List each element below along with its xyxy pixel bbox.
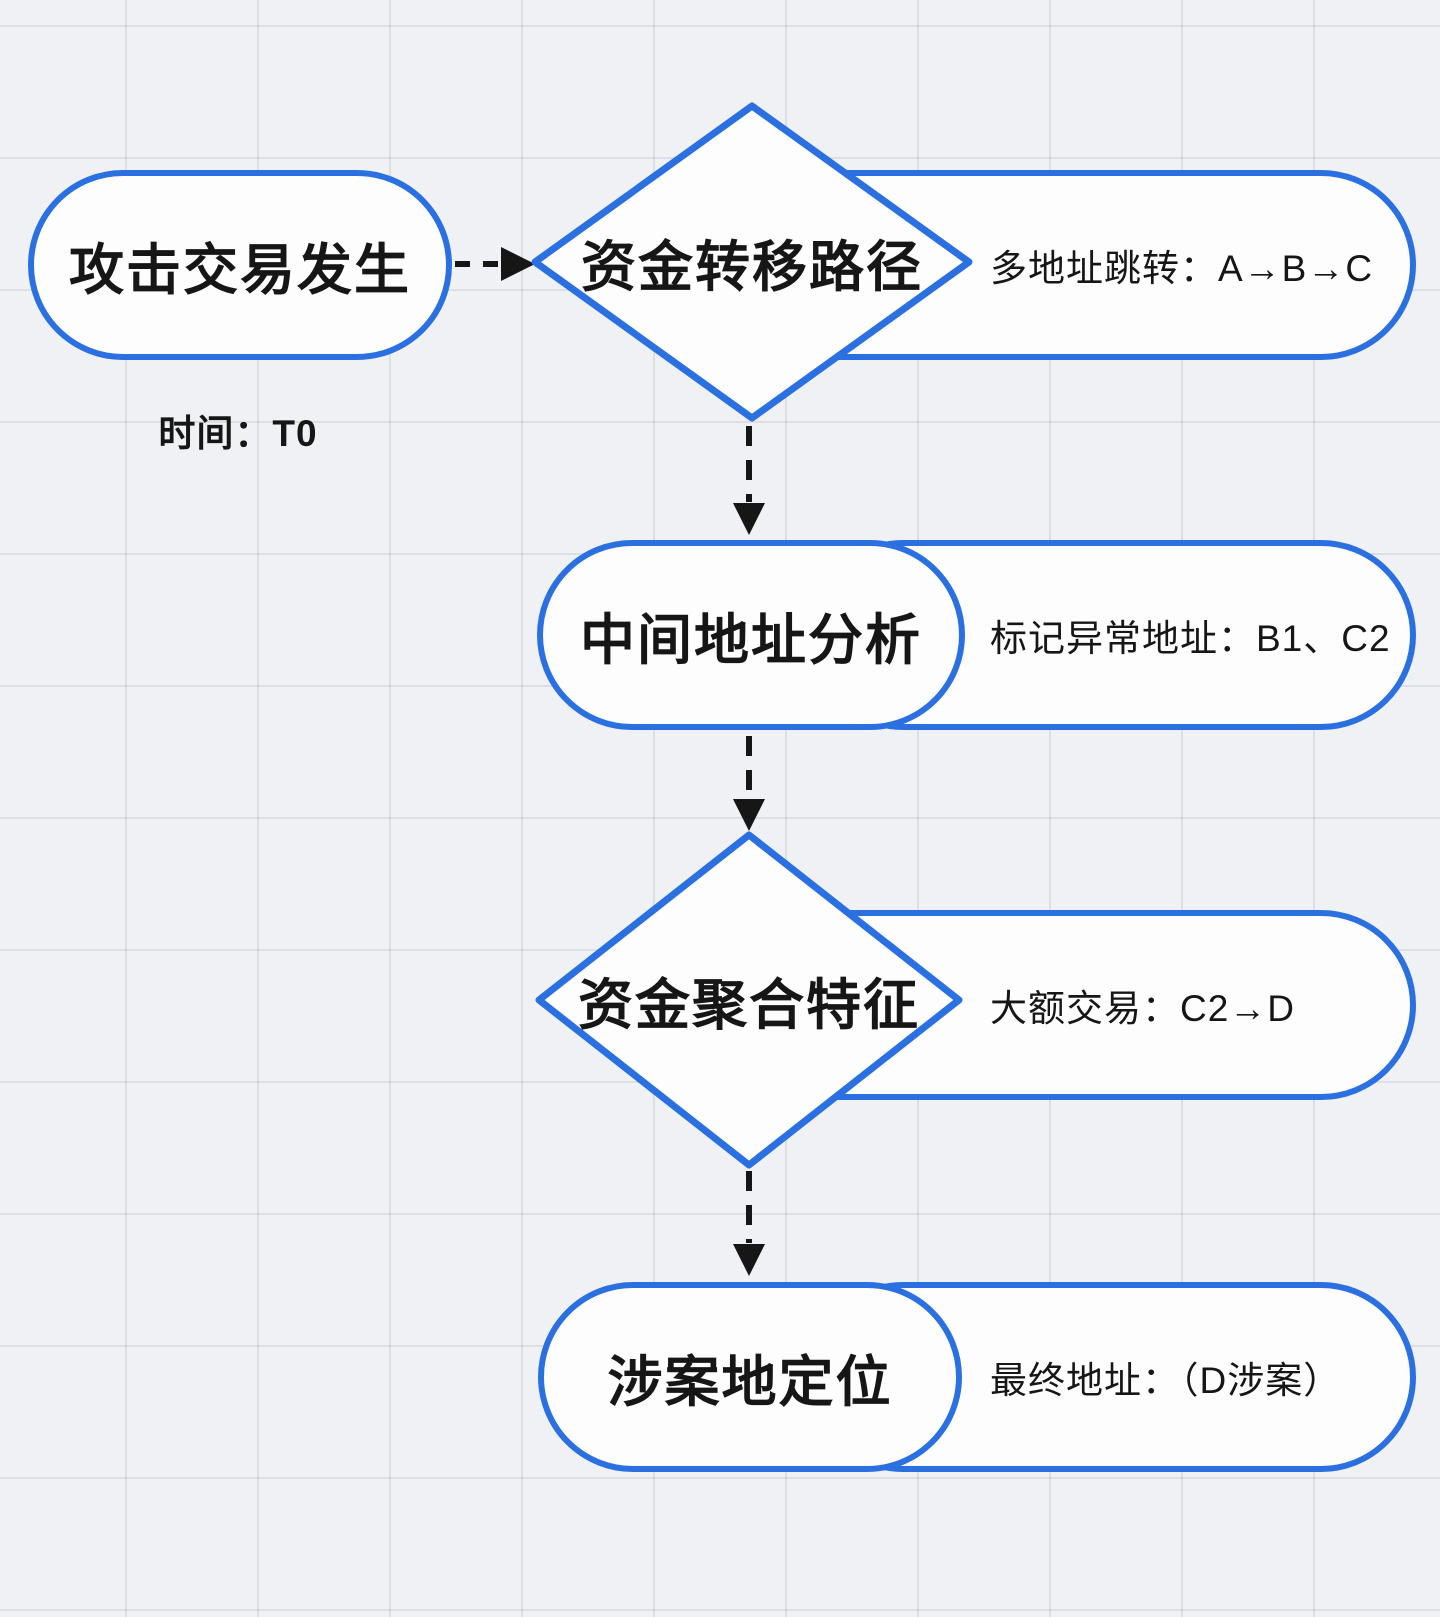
node-involved-location-title: 涉案地定位 xyxy=(607,1351,893,1413)
arrowhead-down-icon xyxy=(733,799,765,831)
decision-transfer-path: 资金转移路径 xyxy=(535,106,969,418)
arrowhead-down-icon xyxy=(733,503,765,535)
annotation-text-large-transaction: 大额交易：C2→D xyxy=(990,988,1296,1029)
connector-analysis-to-aggregation xyxy=(746,736,752,798)
connector-start-to-decision xyxy=(455,261,501,267)
annotation-text-transfer-path: 多地址跳转：A→B→C xyxy=(990,248,1374,289)
annotation-text-final-address: 最终地址：（D涉案） xyxy=(990,1360,1342,1401)
decision-aggregation-title: 资金聚合特征 xyxy=(577,974,920,1036)
node-intermediate-address-analysis-title: 中间地址分析 xyxy=(579,609,922,671)
decision-transfer-path-title: 资金转移路径 xyxy=(580,236,923,298)
arrowhead-down-icon xyxy=(733,1244,765,1276)
decision-aggregation: 资金聚合特征 xyxy=(539,835,959,1165)
time-caption: 时间：T0 xyxy=(158,413,318,454)
arrowhead-right-icon xyxy=(501,247,535,281)
connector-aggregation-to-location xyxy=(746,1171,752,1243)
node-attack-transaction-title: 攻击交易发生 xyxy=(68,239,411,301)
annotation-text-abnormal-address: 标记异常地址：B1、C2 xyxy=(990,618,1391,659)
connector-decision-to-analysis xyxy=(746,426,752,502)
decision-aggregation-shape xyxy=(531,827,967,1173)
node-attack-transaction: 攻击交易发生 xyxy=(28,170,452,360)
decision-transfer-path-shape xyxy=(527,98,977,426)
node-intermediate-address-analysis: 中间地址分析 xyxy=(537,540,965,730)
node-involved-location: 涉案地定位 xyxy=(538,1282,962,1472)
